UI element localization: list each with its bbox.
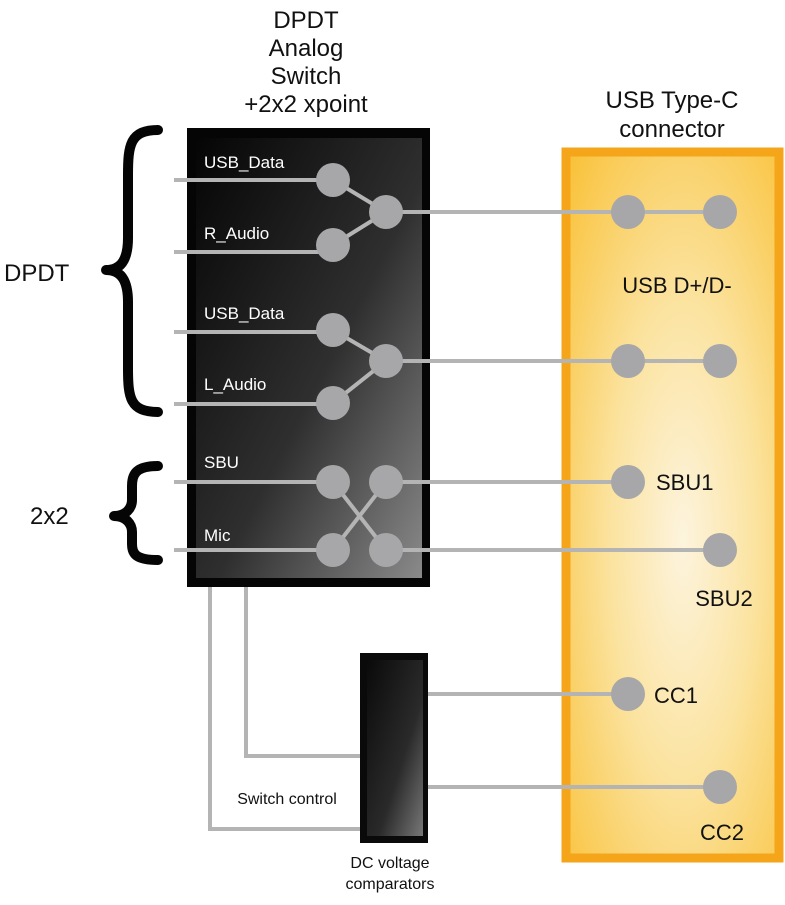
dpdt-brace — [101, 125, 163, 417]
input-label-mic: Mic — [204, 526, 231, 545]
pin-label-sbu2: SBU2 — [695, 586, 752, 611]
node-sbu-in — [316, 465, 350, 499]
input-label-usb-data-2: USB_Data — [204, 304, 285, 323]
node-usb-dm-1 — [703, 195, 737, 229]
input-label-r-audio: R_Audio — [204, 224, 269, 243]
xpoint-brace — [109, 461, 163, 565]
node-switch-2-common — [369, 344, 403, 378]
switch-title-line-4: +2x2 xpoint — [244, 91, 368, 118]
node-switch-1-common — [369, 195, 403, 229]
node-usb-dp-1 — [611, 195, 645, 229]
comparator-inner — [367, 660, 423, 836]
switch-control-label: Switch control — [237, 791, 337, 808]
pin-label-cc1: CC1 — [654, 683, 698, 708]
node-cc1 — [611, 677, 645, 711]
node-usb-dm-2 — [703, 344, 737, 378]
switch-title-line-2: Analog — [269, 35, 344, 62]
switch-title-line-1: DPDT — [273, 7, 339, 34]
usb-type-c-connector — [561, 147, 784, 863]
dpdt-group-label: DPDT — [4, 260, 70, 287]
comparator-label-line-1: DC voltage — [350, 855, 429, 872]
nodes — [316, 163, 737, 804]
node-l-audio — [316, 386, 350, 420]
xpoint-group-label: 2x2 — [30, 503, 69, 530]
connector-title-line-1: USB Type-C — [606, 87, 739, 114]
connector-body — [561, 147, 784, 863]
switch-title-line-3: Switch — [271, 63, 342, 90]
pin-label-sbu1: SBU1 — [656, 470, 713, 495]
wire-switch-control-1 — [244, 587, 360, 758]
node-cc2 — [703, 770, 737, 804]
input-label-usb-data-1: USB_Data — [204, 153, 285, 172]
node-usb-dp-2 — [611, 344, 645, 378]
comparator-label-line-2: comparators — [346, 876, 435, 893]
dc-voltage-comparator-block — [360, 653, 428, 843]
node-sbu1 — [611, 465, 645, 499]
node-usb-data-1 — [316, 163, 350, 197]
pin-label-usb-dp-dm: USB D+/D- — [622, 273, 731, 298]
node-sbu2 — [703, 533, 737, 567]
pin-label-cc2: CC2 — [700, 820, 744, 845]
input-label-sbu: SBU — [204, 453, 239, 472]
connector-title-line-2: connector — [619, 116, 724, 143]
braces — [101, 125, 163, 565]
node-mic-in — [316, 533, 350, 567]
node-r-audio — [316, 228, 350, 262]
wire-switch-control-2 — [208, 587, 360, 831]
wires — [174, 178, 720, 831]
node-xpoint-top — [369, 465, 403, 499]
labels: DPDT Analog Switch +2x2 xpoint USB Type-… — [4, 7, 753, 893]
node-usb-data-2 — [316, 313, 350, 347]
node-xpoint-bottom — [369, 533, 403, 567]
input-label-l-audio: L_Audio — [204, 375, 266, 394]
